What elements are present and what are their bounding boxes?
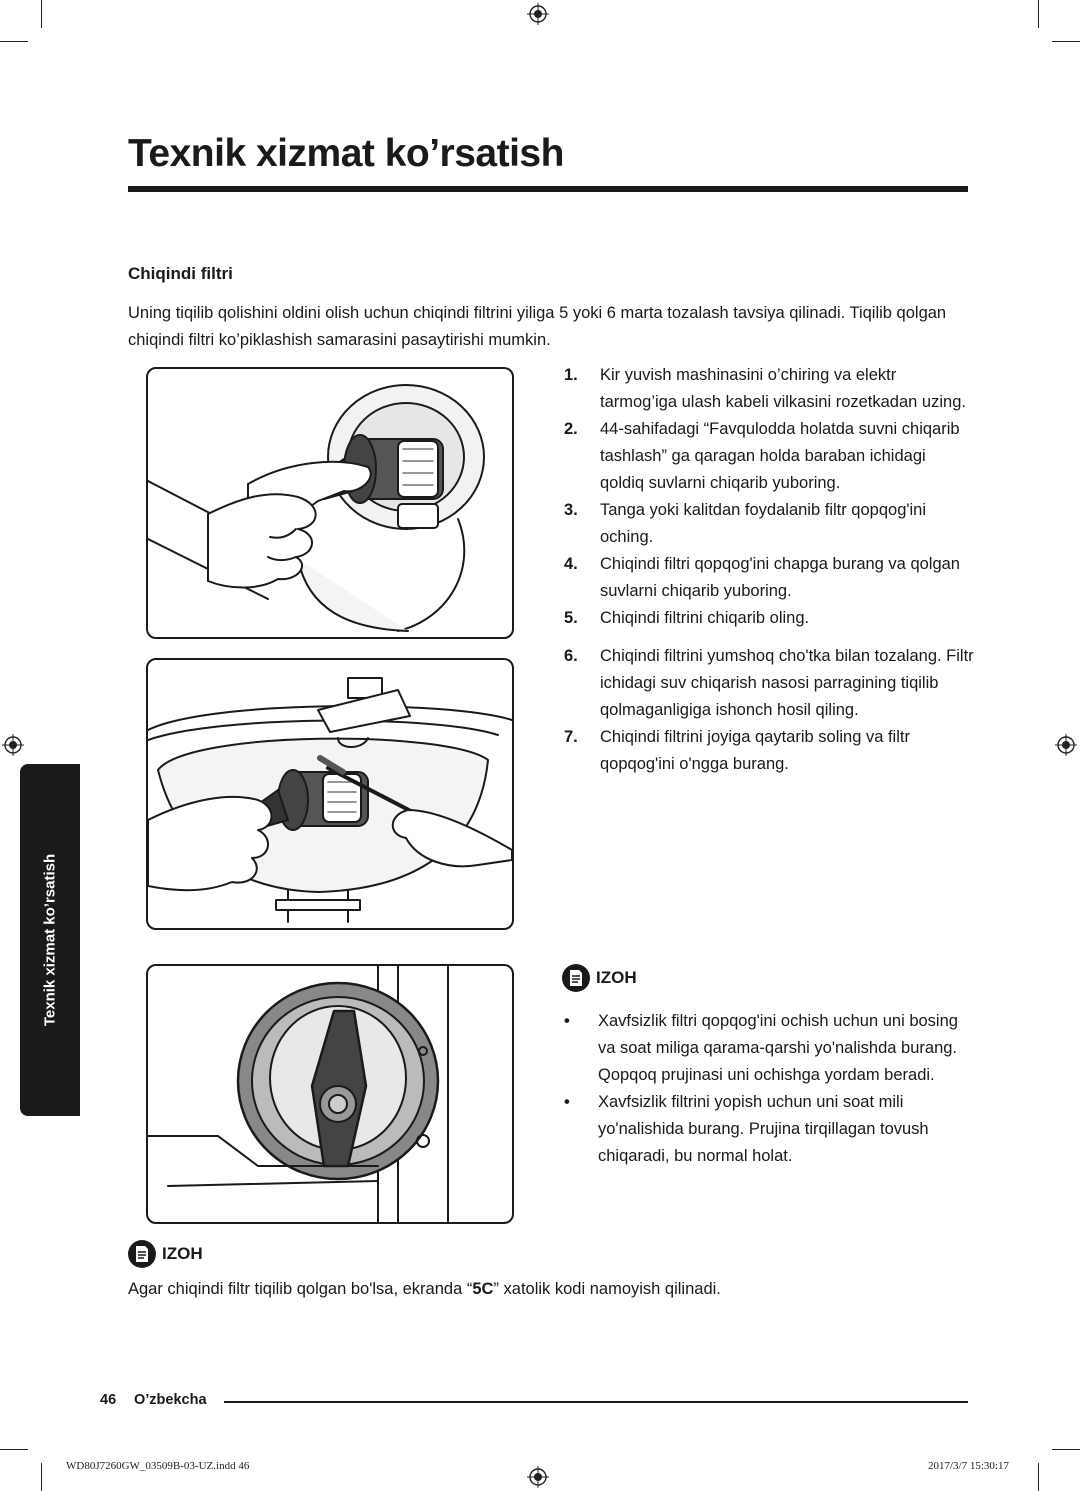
page-title: Texnik xizmat ko’rsatish <box>128 132 564 175</box>
list-item: 6. Chiqindi filtrini yumshoq cho'tka bila… <box>564 643 974 724</box>
intro-paragraph: Uning tiqilib qolishini oldini olish uch… <box>128 304 947 349</box>
bottom-note-header: IZOH <box>128 1240 203 1268</box>
note-icon <box>562 964 590 992</box>
step-number: 6. <box>564 647 578 665</box>
step-text: Chiqindi filtrini chiqarib oling. <box>600 609 810 627</box>
step-text: 44-sahifadagi “Favqulodda holatda suvni … <box>600 420 960 492</box>
footer-language: O’zbekcha <box>134 1392 207 1408</box>
crop-mark <box>41 1463 42 1491</box>
crop-mark <box>1038 0 1039 28</box>
step-text: Tanga yoki kalitdan foydalanib filtr qop… <box>600 501 927 546</box>
step-number: 3. <box>564 501 578 519</box>
list-item: • Xavfsizlik filtri qopqog'ini ochish uch… <box>562 1008 972 1089</box>
step-number: 1. <box>564 366 578 384</box>
illustration-clean-filter <box>146 658 514 930</box>
note-label: IZOH <box>596 968 637 987</box>
note-bullets: • Xavfsizlik filtri qopqog'ini ochish uch… <box>562 1008 972 1170</box>
registration-mark-icon <box>527 3 549 25</box>
bullet-icon: • <box>564 1093 570 1111</box>
step-text: Kir yuvish mashinasini o’chiring va elek… <box>600 366 966 411</box>
step-number: 7. <box>564 728 578 746</box>
note-icon <box>128 1240 156 1268</box>
bottom-note-text: Agar chiqindi filtr tiqilib qolgan bo'ls… <box>128 1276 968 1303</box>
crop-mark <box>0 41 28 42</box>
list-item: 5. Chiqindi filtrini chiqarib oling. <box>564 605 974 632</box>
list-item: 2. 44-sahifadagi “Favqulodda holatda suvn… <box>564 416 974 497</box>
list-item: 1. Kir yuvish mashinasini o’chiring va el… <box>564 362 974 416</box>
crop-mark <box>0 1449 28 1450</box>
section-heading: Chiqindi filtri <box>128 264 233 283</box>
error-code: 5C <box>472 1280 494 1298</box>
crop-mark <box>1052 41 1080 42</box>
note-box: IZOH • Xavfsizlik filtri qopqog'ini ochis… <box>562 964 972 1170</box>
file-slug: WD80J7260GW_03509B-03-UZ.indd 46 <box>66 1460 250 1472</box>
registration-mark-icon <box>527 1466 549 1488</box>
step-number: 4. <box>564 555 578 573</box>
print-timestamp: 2017/3/7 15:30:17 <box>928 1460 1009 1472</box>
note-text-before: Agar chiqindi filtr tiqilib qolgan bo'ls… <box>128 1280 473 1298</box>
crop-mark <box>1052 1449 1080 1450</box>
step-text: Chiqindi filtrini joyiga qaytarib soling… <box>600 728 910 773</box>
note-text-after: ” xatolik kodi namoyish qilinadi. <box>493 1280 721 1298</box>
note-header: IZOH <box>562 964 972 992</box>
side-tab-label: Texnik xizmat ko’rsatish <box>41 853 59 1027</box>
page-number: 46 <box>100 1392 117 1408</box>
crop-mark <box>41 0 42 28</box>
list-item: 7. Chiqindi filtrini joyiga qaytarib soli… <box>564 724 974 778</box>
list-item: 4. Chiqindi filtri qopqog'ini chapga bura… <box>564 551 974 605</box>
bullet-text: Xavfsizlik filtrini yopish uchun uni soa… <box>598 1093 929 1165</box>
step-text: Chiqindi filtrini yumshoq cho'tka bilan … <box>600 647 974 719</box>
crop-mark <box>1038 1463 1039 1491</box>
list-item: • Xavfsizlik filtrini yopish uchun uni so… <box>562 1089 972 1170</box>
step-number: 2. <box>564 420 578 438</box>
bullet-icon: • <box>564 1012 570 1030</box>
list-item: 3. Tanga yoki kalitdan foydalanib filtr q… <box>564 497 974 551</box>
section-side-tab: Texnik xizmat ko’rsatish <box>20 764 80 1116</box>
illustration-remove-filter <box>146 367 514 639</box>
list-spacer <box>564 632 974 643</box>
steps-list: 1. Kir yuvish mashinasini o’chiring va el… <box>564 362 974 778</box>
step-number: 5. <box>564 609 578 627</box>
title-rule <box>128 186 968 192</box>
step-text: Chiqindi filtri qopqog'ini chapga burang… <box>600 555 960 600</box>
illustration-filter-cap <box>146 964 514 1224</box>
bullet-text: Xavfsizlik filtri qopqog'ini ochish uchu… <box>598 1012 958 1084</box>
footer-rule <box>224 1401 968 1403</box>
registration-mark-icon <box>1055 734 1077 756</box>
note-label: IZOH <box>162 1244 203 1263</box>
registration-mark-icon <box>2 734 24 756</box>
